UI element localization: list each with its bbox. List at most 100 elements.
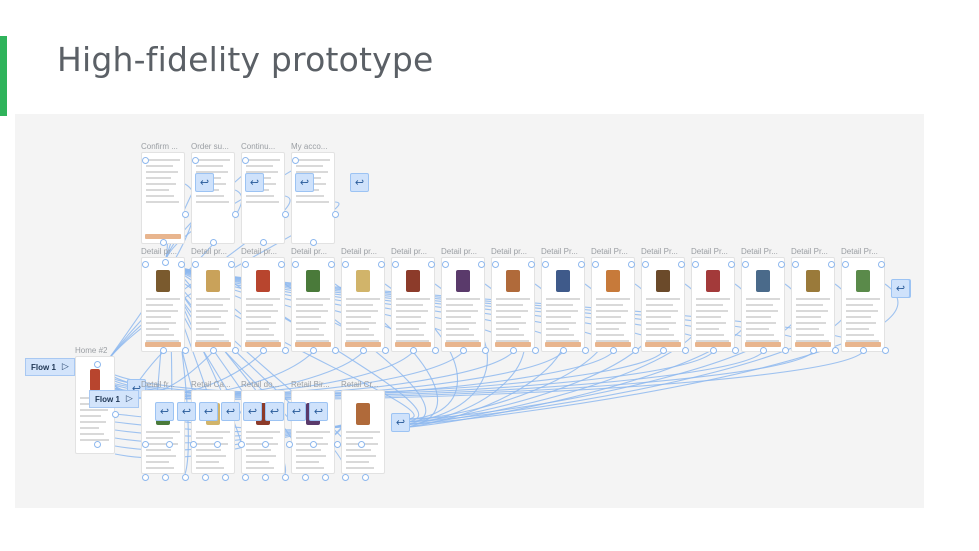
connection-handle[interactable] bbox=[142, 157, 149, 164]
connection-handle[interactable] bbox=[382, 347, 389, 354]
back-navigation-badge[interactable]: ↩ bbox=[265, 402, 284, 421]
connection-handle[interactable] bbox=[162, 474, 169, 481]
screen-frame[interactable] bbox=[341, 390, 385, 474]
connection-handle[interactable] bbox=[292, 157, 299, 164]
connection-handle[interactable] bbox=[778, 261, 785, 268]
connection-handle[interactable] bbox=[166, 441, 173, 448]
back-navigation-badge[interactable]: ↩ bbox=[891, 279, 910, 298]
connection-handle[interactable] bbox=[828, 261, 835, 268]
connection-handle[interactable] bbox=[592, 261, 599, 268]
connection-handle[interactable] bbox=[210, 239, 217, 246]
connection-handle[interactable] bbox=[882, 347, 889, 354]
connection-handle[interactable] bbox=[282, 211, 289, 218]
connection-handle[interactable] bbox=[160, 347, 167, 354]
back-navigation-badge[interactable]: ↩ bbox=[287, 402, 306, 421]
connection-handle[interactable] bbox=[742, 261, 749, 268]
connection-handle[interactable] bbox=[232, 347, 239, 354]
screen-frame[interactable] bbox=[441, 257, 485, 352]
connection-handle[interactable] bbox=[442, 261, 449, 268]
connection-handle[interactable] bbox=[232, 211, 239, 218]
connection-handle[interactable] bbox=[842, 261, 849, 268]
connection-handle[interactable] bbox=[528, 261, 535, 268]
screen-frame[interactable] bbox=[341, 257, 385, 352]
screen-frame[interactable] bbox=[191, 257, 235, 352]
connection-handle[interactable] bbox=[428, 261, 435, 268]
connection-handle[interactable] bbox=[310, 347, 317, 354]
connection-handle[interactable] bbox=[678, 261, 685, 268]
connection-handle[interactable] bbox=[860, 347, 867, 354]
connection-handle[interactable] bbox=[210, 347, 217, 354]
connection-handle[interactable] bbox=[660, 347, 667, 354]
screen-frame[interactable] bbox=[541, 257, 585, 352]
connection-handle[interactable] bbox=[260, 347, 267, 354]
connection-handle[interactable] bbox=[242, 261, 249, 268]
connection-handle[interactable] bbox=[94, 361, 101, 368]
connection-handle[interactable] bbox=[182, 474, 189, 481]
connection-handle[interactable] bbox=[262, 474, 269, 481]
connection-handle[interactable] bbox=[792, 261, 799, 268]
connection-handle[interactable] bbox=[732, 347, 739, 354]
connection-handle[interactable] bbox=[242, 157, 249, 164]
screen-frame[interactable] bbox=[141, 390, 185, 474]
connection-handle[interactable] bbox=[222, 474, 229, 481]
connection-handle[interactable] bbox=[332, 211, 339, 218]
back-navigation-badge[interactable]: ↩ bbox=[243, 402, 262, 421]
flow-start-tag[interactable]: Flow 1 ▷ bbox=[25, 358, 75, 376]
connection-handle[interactable] bbox=[342, 261, 349, 268]
connection-handle[interactable] bbox=[760, 347, 767, 354]
connection-handle[interactable] bbox=[710, 347, 717, 354]
screen-frame[interactable] bbox=[241, 257, 285, 352]
connection-handle[interactable] bbox=[202, 474, 209, 481]
screen-frame[interactable] bbox=[291, 257, 335, 352]
connection-handle[interactable] bbox=[878, 261, 885, 268]
back-navigation-badge[interactable]: ↩ bbox=[199, 402, 218, 421]
connection-handle[interactable] bbox=[632, 347, 639, 354]
connection-handle[interactable] bbox=[628, 261, 635, 268]
screen-frame[interactable] bbox=[191, 152, 235, 244]
connection-handle[interactable] bbox=[142, 261, 149, 268]
connection-handle[interactable] bbox=[328, 261, 335, 268]
screen-frame[interactable] bbox=[791, 257, 835, 352]
connection-handle[interactable] bbox=[190, 441, 197, 448]
screen-frame[interactable] bbox=[641, 257, 685, 352]
connection-handle[interactable] bbox=[728, 261, 735, 268]
connection-handle[interactable] bbox=[282, 347, 289, 354]
connection-handle[interactable] bbox=[542, 261, 549, 268]
connection-handle[interactable] bbox=[182, 211, 189, 218]
connection-handle[interactable] bbox=[178, 261, 185, 268]
back-navigation-badge[interactable]: ↩ bbox=[245, 173, 264, 192]
connection-handle[interactable] bbox=[242, 474, 249, 481]
connection-handle[interactable] bbox=[610, 347, 617, 354]
connection-handle[interactable] bbox=[262, 441, 269, 448]
back-navigation-badge[interactable]: ↩ bbox=[221, 402, 240, 421]
connection-handle[interactable] bbox=[492, 261, 499, 268]
connection-handle[interactable] bbox=[94, 441, 101, 448]
connection-handle[interactable] bbox=[410, 347, 417, 354]
back-navigation-badge[interactable]: ↩ bbox=[350, 173, 369, 192]
connection-handle[interactable] bbox=[810, 347, 817, 354]
screen-frame[interactable] bbox=[741, 257, 785, 352]
connection-handle[interactable] bbox=[832, 347, 839, 354]
connection-handle[interactable] bbox=[214, 441, 221, 448]
connection-handle[interactable] bbox=[238, 441, 245, 448]
connection-handle[interactable] bbox=[360, 347, 367, 354]
connection-handle[interactable] bbox=[260, 239, 267, 246]
connection-handle[interactable] bbox=[478, 261, 485, 268]
flow-start-tag[interactable]: Flow 1 ▷ bbox=[89, 390, 139, 408]
connection-handle[interactable] bbox=[182, 347, 189, 354]
connection-handle[interactable] bbox=[782, 347, 789, 354]
connection-handle[interactable] bbox=[510, 347, 517, 354]
connection-handle[interactable] bbox=[192, 261, 199, 268]
connection-handle[interactable] bbox=[362, 474, 369, 481]
back-navigation-badge[interactable]: ↩ bbox=[391, 413, 410, 432]
connection-handle[interactable] bbox=[282, 474, 289, 481]
connection-handle[interactable] bbox=[578, 261, 585, 268]
screen-frame[interactable] bbox=[491, 257, 535, 352]
connection-handle[interactable] bbox=[334, 441, 341, 448]
screen-frame[interactable] bbox=[691, 257, 735, 352]
back-navigation-badge[interactable]: ↩ bbox=[195, 173, 214, 192]
back-navigation-badge[interactable]: ↩ bbox=[295, 173, 314, 192]
connection-handle[interactable] bbox=[142, 441, 149, 448]
connection-handle[interactable] bbox=[682, 347, 689, 354]
connection-handle[interactable] bbox=[342, 474, 349, 481]
